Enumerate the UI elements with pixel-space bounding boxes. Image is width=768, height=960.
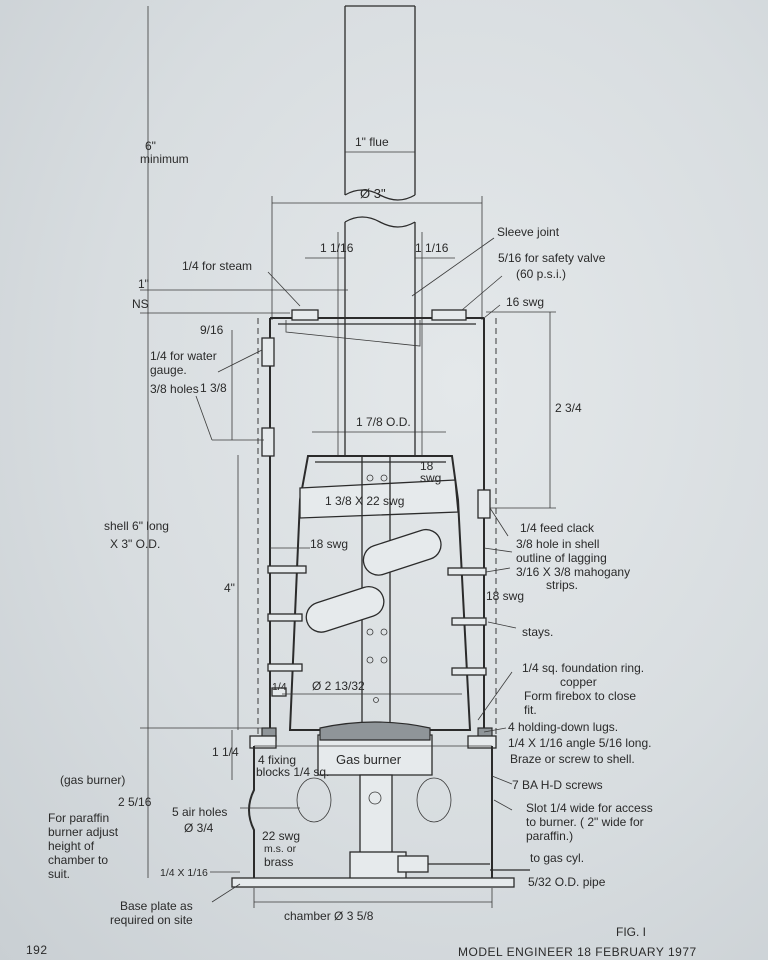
label-four: 4": [224, 581, 235, 595]
label-ms: m.s. or: [264, 843, 297, 855]
label-brass: brass: [264, 855, 293, 869]
label-paraffin-5: suit.: [48, 867, 70, 881]
label-slot-3: paraffin.): [526, 829, 573, 843]
left-dimensions: [140, 6, 556, 878]
label-one-three-eight: 1 3/8: [200, 381, 227, 395]
label-paraffin-3: height of: [48, 839, 95, 853]
label-gas-cyl: to gas cyl.: [530, 851, 584, 865]
firebox: [288, 455, 472, 735]
label-holding-lugs: 4 holding-down lugs.: [508, 720, 618, 734]
label-form-firebox: Form firebox to close: [524, 689, 636, 703]
label-18-b: swg: [420, 471, 441, 485]
label-slot-2: to burner. ( 2" wide for: [526, 815, 644, 829]
label-fit: fit.: [524, 703, 537, 717]
label-one-quarter: 1 1/4: [212, 745, 239, 759]
label-air-holes: 5 air holes: [172, 805, 227, 819]
label-gas-burner-paren: (gas burner): [60, 773, 125, 787]
label-18-a: 18: [420, 459, 434, 473]
label-foundation: 1/4 sq. foundation ring.: [522, 661, 644, 675]
label-stays: stays.: [522, 625, 553, 639]
flue-upper: [344, 5, 416, 201]
label-outline-lagging: outline of lagging: [516, 551, 607, 565]
label-one-ns: 1": [138, 277, 149, 291]
diameter-3-dimension: [271, 196, 483, 320]
label-chamber: chamber Ø 3 5/8: [284, 909, 374, 923]
label-mahogany: 3/16 X 3/8 mahogany: [516, 565, 630, 579]
label-two-three-four: 2 3/4: [555, 401, 582, 415]
label-feed-clack: 1/4 feed clack: [520, 521, 595, 535]
label-minimum: minimum: [140, 152, 189, 166]
label-fixing-blocks: 4 fixing: [258, 753, 296, 767]
label-gas-burner: Gas burner: [336, 752, 402, 767]
label-flue: 1" flue: [355, 135, 389, 149]
label-water-gauge: 1/4 for water: [150, 349, 217, 363]
label-braze: Braze or screw to shell.: [510, 752, 635, 766]
label-base-plate-1: Base plate as: [120, 899, 193, 913]
page-footer: 192 MODEL ENGINEER 18 FEBRUARY 1977: [26, 943, 697, 959]
label-blocks: blocks 1/4 sq.: [256, 765, 329, 779]
label-holes: 3/8 holes: [150, 382, 199, 396]
label-quarter: 1/4: [272, 681, 287, 693]
label-six: 6": [145, 139, 156, 153]
stays: [267, 565, 487, 697]
label-paraffin-2: burner adjust: [48, 825, 119, 839]
label-ns: NS: [132, 297, 149, 311]
burner-chamber: [231, 745, 530, 908]
label-dia-213: Ø 2 13/32: [312, 679, 365, 693]
leader-lines: [195, 237, 517, 903]
label-quarter-x-sixteenth: 1/4 X 1/16: [160, 867, 208, 879]
label-psi: (60 p.s.i.): [516, 267, 566, 281]
label-one-sixteen-a: 1 1/16: [320, 241, 354, 255]
drawing-labels: 1" flue Ø 3" 6" minimum 1 1/16 1 1/16 Sl…: [48, 135, 653, 939]
label-paraffin-1: For paraffin: [48, 811, 109, 825]
label-strips: strips.: [546, 578, 578, 592]
label-dia-34: Ø 3/4: [184, 821, 214, 835]
label-22-swg: 22 swg: [262, 829, 300, 843]
label-shell: shell 6" long: [104, 519, 169, 533]
label-gauge: gauge.: [150, 363, 187, 377]
label-base-plate-2: required on site: [110, 913, 193, 927]
label-one-sixteen-b: 1 1/16: [415, 241, 449, 255]
label-slot-1: Slot 1/4 wide for access: [526, 801, 653, 815]
label-hole-shell: 3/8 hole in shell: [516, 537, 599, 551]
label-band: 1 3/8 X 22 swg: [325, 494, 404, 508]
page-number: 192: [26, 943, 48, 957]
gas-burner-assembly: [317, 721, 490, 883]
journal-line: MODEL ENGINEER 18 FEBRUARY 1977: [458, 945, 697, 959]
label-sleeve-joint: Sleeve joint: [497, 225, 560, 239]
label-angle: 1/4 X 1/16 angle 5/16 long.: [508, 736, 651, 750]
label-od-pipe: 5/32 O.D. pipe: [528, 875, 606, 889]
label-two-516: 2 5/16: [118, 795, 152, 809]
label-shell-od: X 3" O.D.: [110, 537, 160, 551]
label-nine-sixteen: 9/16: [200, 323, 224, 337]
label-16-swg: 16 swg: [506, 295, 544, 309]
label-18-swg-d: 18 swg: [486, 589, 524, 603]
label-od-178: 1 7/8 O.D.: [356, 415, 411, 429]
label-paraffin-4: chamber to: [48, 853, 108, 867]
label-ba-screws: 7 BA H-D screws: [512, 778, 603, 792]
label-dia-3: Ø 3": [360, 186, 386, 201]
label-copper: copper: [560, 675, 597, 689]
label-safety-valve: 5/16 for safety valve: [498, 251, 606, 265]
label-18-swg-c: 18 swg: [310, 537, 348, 551]
label-fig: FIG. I: [616, 925, 646, 939]
label-steam: 1/4 for steam: [182, 259, 252, 273]
